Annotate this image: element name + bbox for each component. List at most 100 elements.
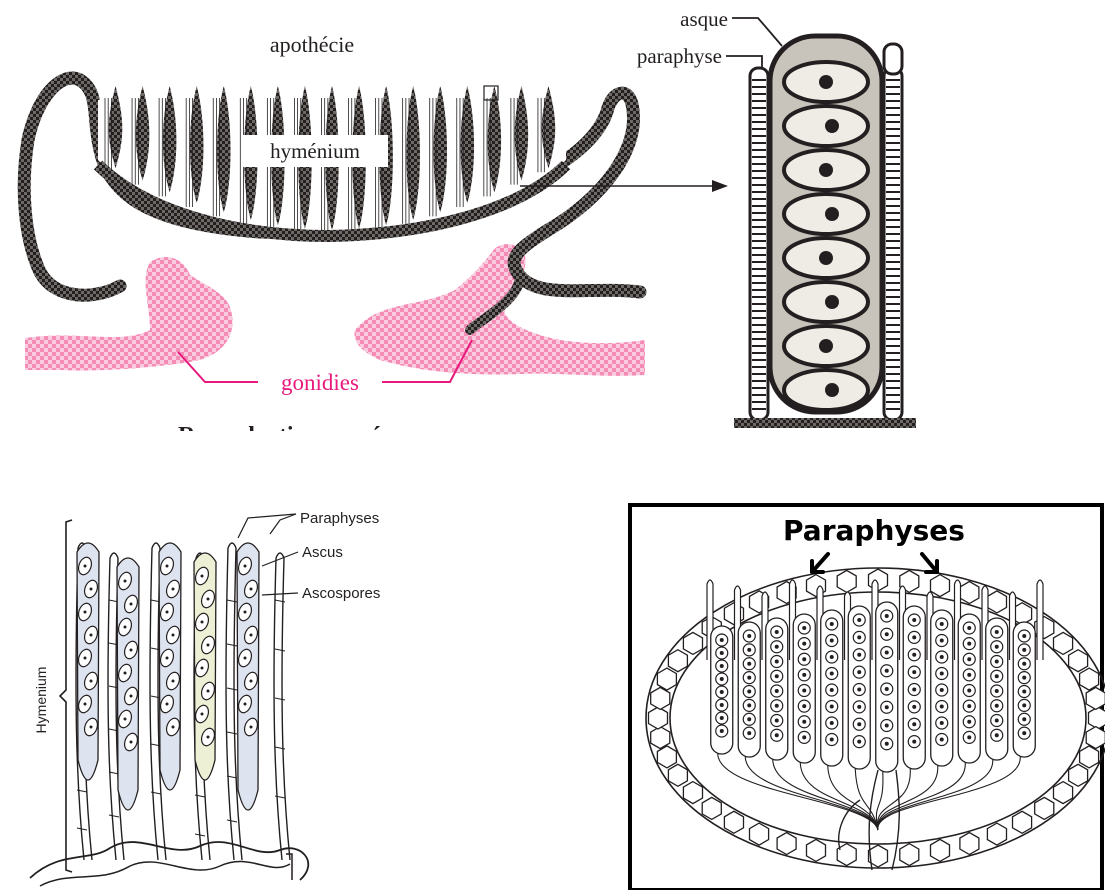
gonidia-left-shape [25,257,233,370]
ascospore-nucleus [825,383,839,397]
ascospore-nucleus [885,632,889,636]
paraphysis-septum [275,649,285,651]
wall-cell [987,823,1006,845]
ascospore-nucleus [747,676,751,680]
reproduction-caption: Reproduction sexuée [178,423,392,449]
paraphysis-septum [227,688,237,690]
wall-cell [987,591,1006,613]
wall-cell [668,650,687,672]
paraphysis-tip [884,44,902,74]
wall-cell [960,833,979,855]
ascospore-nucleus [1022,676,1026,680]
detail-arrow-head [712,180,728,192]
ascospore-nucleus [124,626,127,629]
ascospore-nucleus [885,724,889,728]
ascospore-nucleus [995,733,999,737]
ascospores-label-bl: Ascospores [302,585,380,602]
ascospore-nucleus [885,705,889,709]
ascospore-nucleus [995,689,999,693]
ascospore-nucleus [747,703,751,707]
ascospore-nucleus [1022,634,1026,638]
ascospore-nucleus [250,726,253,729]
wall-cell [651,727,670,749]
ascospore-nucleus [1022,731,1026,735]
ascospore-nucleus [207,644,210,647]
ascospore-nucleus [775,704,779,708]
paraphysis-filament [282,558,290,860]
ascospore-nucleus [967,673,971,677]
ascospore-nucleus [857,705,861,709]
ascospore-nucleus [90,634,93,637]
ascospore-nucleus [857,670,861,674]
ascospore-nucleus [201,667,204,670]
ascospore-nucleus [819,75,833,89]
ascospore-nucleus [802,720,806,724]
wall-cell [931,839,950,861]
wall-cell [1086,687,1105,709]
ascospore-nucleus [747,717,751,721]
wall-cell [702,797,721,819]
apothecia-left-tail [40,272,120,295]
ascospore-nucleus [995,704,999,708]
ascospore-nucleus [201,575,204,578]
ascospore-nucleus [747,731,751,735]
ascospore-nucleus [775,660,779,664]
ascospore-nucleus [912,705,916,709]
ascospore-nucleus [819,163,833,177]
wall-cell [1069,764,1088,786]
ascospore-nucleus [775,630,779,634]
ascospore-nucleus [912,722,916,726]
ascospore-nucleus [775,689,779,693]
ascospore-nucleus [940,655,944,659]
ascospore-nucleus [172,726,175,729]
ascospore-nucleus [802,642,806,646]
ascospore-nucleus [857,618,861,622]
ascospore-nucleus [802,626,806,630]
ascospore-nucleus [720,677,724,681]
hymenium-side-label: Hymenium [33,667,49,734]
ascospore-nucleus [967,689,971,693]
ascospore-nucleus [819,339,833,353]
ascospore-nucleus [201,621,204,624]
wall-cell [683,782,702,804]
wall-cell [960,582,979,604]
ascospore-nucleus [207,598,210,601]
ascospore-nucleus [207,736,210,739]
wall-cell [657,668,676,690]
ascospore-nucleus [1022,690,1026,694]
ascospore-nucleus [1022,703,1026,707]
ascospore-nucleus [967,720,971,724]
ascospore-nucleus [819,251,833,265]
ascospore-nucleus [720,729,724,733]
ascospore-nucleus [995,674,999,678]
ascospore-nucleus [802,704,806,708]
ascospore-nucleus [124,718,127,721]
ascus-leader-bl [262,552,298,566]
ascospore-nucleus [747,648,751,652]
hymenium-brace [60,520,72,872]
ascospore-nucleus [912,740,916,744]
ascospore-nucleus [720,664,724,668]
ascospore-nucleus [912,688,916,692]
ascus-detail-diagram: asque paraphyse [637,7,916,428]
wall-cell [837,570,856,592]
ascus-label: asque [680,7,728,31]
ascospore-nucleus [84,565,87,568]
ascospore-nucleus [166,703,169,706]
ascus-sac [159,543,181,790]
ascospore-nucleus [244,565,247,568]
paraphysis-tip [152,543,160,548]
ascospore-nucleus [747,634,751,638]
ascospore-nucleus [130,695,133,698]
ascospore-nucleus [130,649,133,652]
paraphysis-label: paraphyse [637,44,722,68]
ascospore-nucleus [244,611,247,614]
ascospore-nucleus [967,642,971,646]
ascospore-nucleus [84,703,87,706]
apothecia-diagram: apothécie hyménium gonidies Reproduction… [24,32,728,449]
ascospore-nucleus [830,721,834,725]
paraphysis-filament [150,548,158,860]
wall-cell [837,844,856,866]
ascospore-nucleus [995,645,999,649]
ascospore-nucleus [130,741,133,744]
